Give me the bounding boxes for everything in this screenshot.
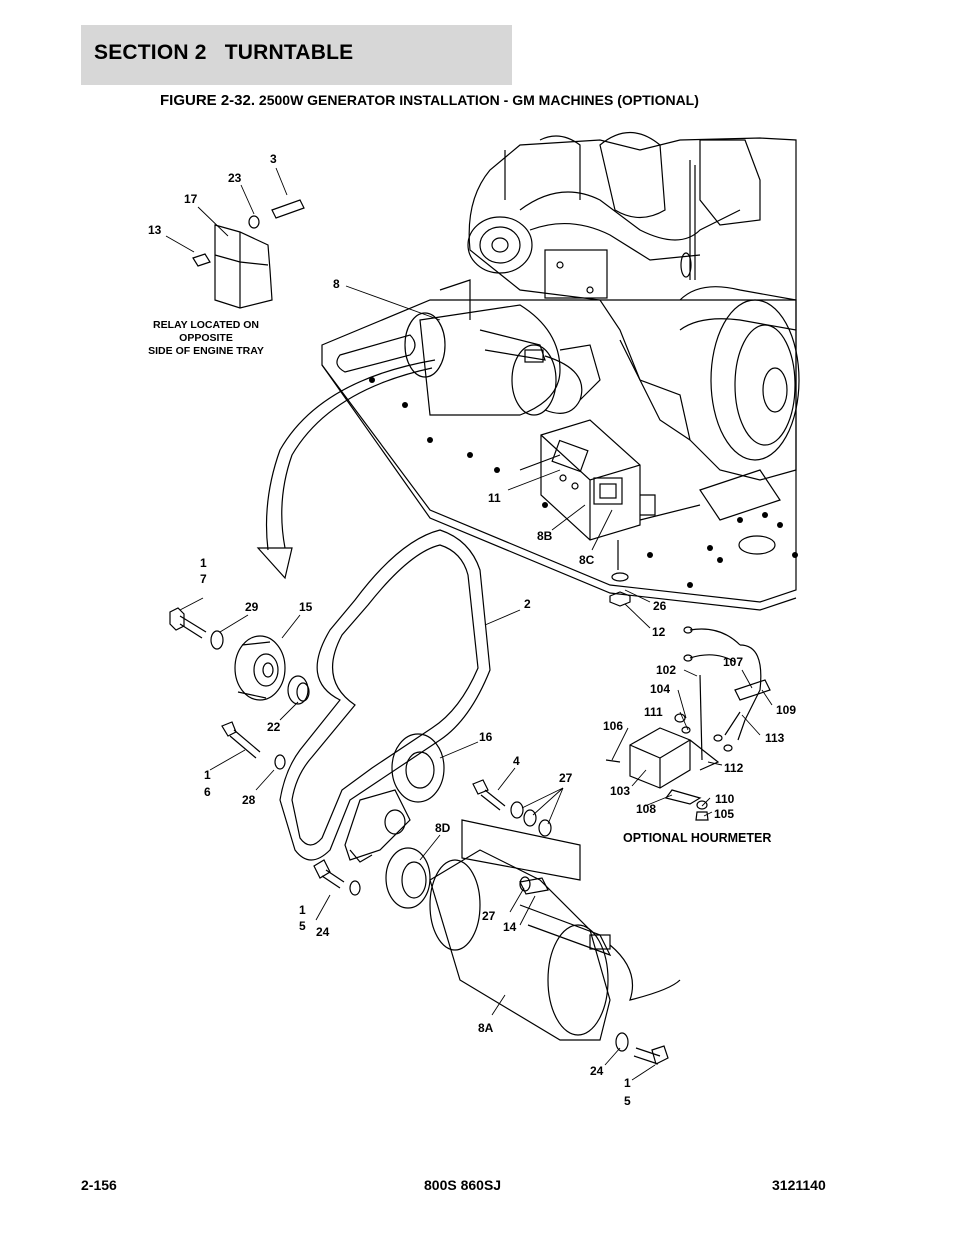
callout-102: 102 — [656, 663, 676, 677]
callout-8a: 8A — [478, 1021, 494, 1035]
leader-lines — [165, 167, 773, 1081]
relay-note-line3: SIDE OF ENGINE TRAY — [148, 345, 264, 357]
callout-8: 8 — [333, 277, 340, 291]
figure-number: FIGURE 2-32. — [160, 92, 256, 109]
callout-29: 29 — [245, 600, 259, 614]
callout-28: 28 — [242, 793, 256, 807]
hourmeter-note: OPTIONAL HOURMETER — [623, 831, 771, 845]
callout-107: 107 — [723, 655, 743, 669]
section-title: SECTION 2 TURNTABLE — [94, 41, 354, 64]
callout-22: 22 — [267, 720, 281, 734]
washer-nut — [609, 540, 631, 607]
idler-pulley — [169, 607, 310, 705]
footer-model: 800S 860SJ — [424, 1177, 502, 1193]
callout-17: 17 — [184, 192, 198, 206]
callout-106: 106 — [603, 719, 623, 733]
callout-26: 26 — [653, 599, 667, 613]
callout-13: 13 — [148, 223, 162, 237]
relay-note-line2: OPPOSITE — [179, 332, 233, 344]
callout-27-bottom: 27 — [482, 909, 496, 923]
callout-12: 12 — [652, 625, 666, 639]
callout-1-low: 1 — [299, 903, 306, 917]
callout-7: 7 — [200, 572, 207, 586]
callout-5-low: 5 — [299, 919, 306, 933]
relay-note-line1: RELAY LOCATED ON — [153, 319, 259, 331]
callout-105: 105 — [714, 807, 734, 821]
callout-5-bottom: 5 — [624, 1094, 631, 1108]
callout-4: 4 — [513, 754, 520, 768]
callout-109: 109 — [776, 703, 796, 717]
callout-8b: 8B — [537, 529, 553, 543]
callout-111: 111 — [644, 705, 663, 719]
callout-6: 6 — [204, 785, 211, 799]
callout-2: 2 — [524, 597, 531, 611]
curved-arrow — [256, 359, 436, 580]
callout-8c: 8C — [579, 553, 595, 567]
callout-24-low: 24 — [316, 925, 330, 939]
callout-1-mid: 1 — [204, 768, 211, 782]
callout-108: 108 — [636, 802, 656, 816]
engine-tray — [321, 299, 797, 611]
section-header: SECTION 2 TURNTABLE — [81, 25, 512, 85]
callout-11: 11 — [488, 491, 501, 505]
figure-caption: 2500W GENERATOR INSTALLATION - GM MACHIN… — [258, 92, 699, 108]
tray-holes — [369, 377, 798, 588]
callout-113: 113 — [765, 731, 785, 745]
callout-15: 15 — [299, 600, 313, 614]
callout-8d: 8D — [435, 821, 451, 835]
drive-belt — [279, 529, 491, 861]
callout-104: 104 — [650, 682, 670, 696]
callout-1-top: 1 — [200, 556, 207, 570]
belt-tensioner — [221, 721, 445, 863]
callout-23: 23 — [228, 171, 242, 185]
callout-16: 16 — [479, 730, 493, 744]
callout-14: 14 — [503, 920, 517, 934]
engine-block — [467, 132, 800, 481]
callout-27-top: 27 — [559, 771, 573, 785]
bolt-and-washers — [461, 779, 581, 881]
control-box — [540, 419, 656, 541]
generator-installed — [404, 279, 583, 416]
generator-exploded — [313, 847, 681, 1065]
footer-page-number: 2-156 — [81, 1177, 117, 1193]
callout-24-bottom: 24 — [590, 1064, 604, 1078]
footer-doc-number: 3121140 — [772, 1177, 826, 1193]
callout-1-bottom: 1 — [624, 1076, 631, 1090]
callout-3: 3 — [270, 152, 277, 166]
figure-title: FIGURE 2-32. 2500W GENERATOR INSTALLATIO… — [160, 92, 800, 109]
callout-110: 110 — [715, 792, 735, 806]
callout-103: 103 — [610, 784, 630, 798]
callout-112: 112 — [724, 761, 744, 775]
hourmeter-assembly — [605, 626, 771, 821]
relay — [192, 199, 305, 309]
